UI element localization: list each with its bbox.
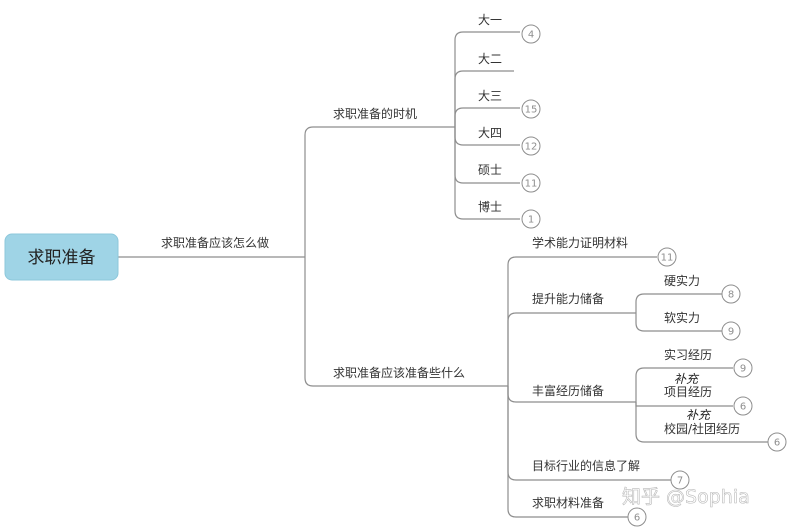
count-badge[interactable]: 15 <box>521 99 541 119</box>
handwritten-note: 补充 <box>674 372 700 386</box>
materials-label: 求职材料准备 <box>532 496 604 510</box>
count-badge[interactable]: 12 <box>521 136 541 156</box>
svg-text:1: 1 <box>528 215 534 226</box>
node-ability[interactable]: 提升能力储备 <box>532 291 604 306</box>
count-badge[interactable]: 6 <box>767 432 787 452</box>
svg-text:9: 9 <box>728 327 734 338</box>
svg-text:11: 11 <box>525 179 538 190</box>
root-node[interactable]: 求职准备 <box>4 233 119 281</box>
main-branch-label: 求职准备应该怎么做 <box>161 235 269 250</box>
timing-item-label: 硕士 <box>478 163 502 177</box>
academic-label: 学术能力证明材料 <box>532 235 628 250</box>
count-badge[interactable]: 4 <box>521 24 541 44</box>
count-badge[interactable]: 6 <box>733 396 753 416</box>
svg-text:4: 4 <box>528 30 534 41</box>
node-timing[interactable]: 求职准备的时机 <box>333 106 417 121</box>
svg-text:12: 12 <box>525 142 538 153</box>
node-project[interactable]: 项目经历 <box>664 385 712 399</box>
ability-item-label: 软实力 <box>664 310 700 325</box>
node-experience[interactable]: 丰富经历储备 <box>532 383 604 398</box>
ability-item-label: 硬实力 <box>664 273 700 288</box>
timing-item-label: 大三 <box>478 89 502 103</box>
timing-item-label: 大二 <box>478 52 502 66</box>
connector-lines <box>118 31 768 518</box>
node-materials[interactable]: 求职材料准备 <box>532 496 604 510</box>
svg-text:9: 9 <box>740 364 746 375</box>
experience-item-label: 实习经历 <box>664 347 712 362</box>
svg-text:6: 6 <box>634 513 640 524</box>
count-badge[interactable]: 6 <box>627 507 647 527</box>
node-timing-master[interactable]: 硕士 <box>478 163 502 177</box>
node-timing-year2[interactable]: 大二 <box>478 52 502 66</box>
experience-item-label: 项目经历 <box>664 385 712 399</box>
node-timing-phd[interactable]: 博士 <box>478 199 502 214</box>
timing-item-label: 大一 <box>478 13 502 27</box>
svg-text:7: 7 <box>677 476 683 487</box>
node-timing-year3[interactable]: 大三 <box>478 89 502 103</box>
svg-text:6: 6 <box>774 438 780 449</box>
svg-text:15: 15 <box>525 105 538 116</box>
node-timing-year1[interactable]: 大一 <box>478 13 502 27</box>
node-soft-skills[interactable]: 软实力 <box>664 310 700 325</box>
ability-label: 提升能力储备 <box>532 291 604 306</box>
count-badge[interactable]: 9 <box>721 321 741 341</box>
experience-label: 丰富经历储备 <box>532 383 604 398</box>
experience-item-label: 校园/社团经历 <box>664 421 740 436</box>
node-internship[interactable]: 实习经历 <box>664 347 712 362</box>
node-prepare[interactable]: 求职准备应该准备些什么 <box>333 365 465 380</box>
count-badge[interactable]: 8 <box>721 284 741 304</box>
svg-text:6: 6 <box>740 402 746 413</box>
prepare-label: 求职准备应该准备些什么 <box>333 365 465 380</box>
count-badge[interactable]: 9 <box>733 358 753 378</box>
svg-text:11: 11 <box>661 253 674 264</box>
watermark: 知乎 @Sophia <box>622 486 750 508</box>
count-badge[interactable]: 7 <box>670 470 690 490</box>
count-badge[interactable]: 1 <box>521 209 541 229</box>
node-campus[interactable]: 校园/社团经历 <box>664 421 740 436</box>
root-label: 求职准备 <box>28 248 96 268</box>
node-timing-year4[interactable]: 大四 <box>478 126 502 140</box>
industry-label: 目标行业的信息了解 <box>532 458 640 473</box>
timing-item-label: 博士 <box>478 199 502 214</box>
node-hard-skills[interactable]: 硬实力 <box>664 273 700 288</box>
node-academic[interactable]: 学术能力证明材料 <box>532 235 628 250</box>
count-badge[interactable]: 11 <box>657 247 677 267</box>
count-badge[interactable]: 11 <box>521 173 541 193</box>
node-main-branch[interactable]: 求职准备应该怎么做 <box>161 235 269 250</box>
svg-text:8: 8 <box>728 290 734 301</box>
node-industry[interactable]: 目标行业的信息了解 <box>532 458 640 473</box>
timing-label: 求职准备的时机 <box>333 106 417 121</box>
handwritten-note: 补充 <box>686 408 712 422</box>
timing-item-label: 大四 <box>478 126 502 140</box>
